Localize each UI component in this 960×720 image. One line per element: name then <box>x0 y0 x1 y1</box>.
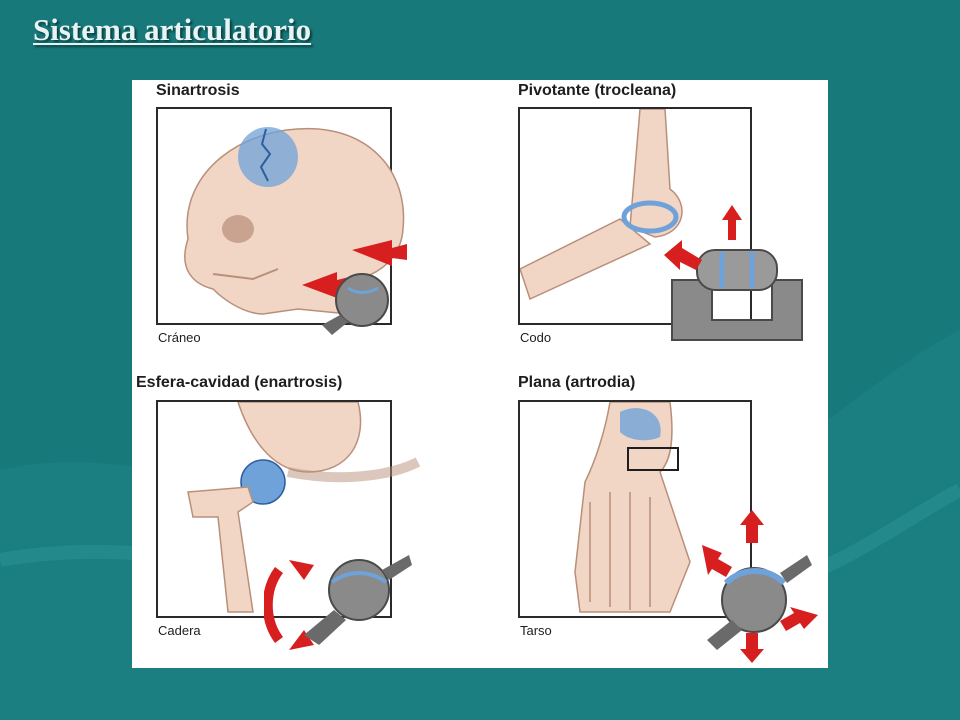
foot-illustration <box>574 402 691 613</box>
panel-caption-codo: Codo <box>520 330 552 345</box>
joint-model-icon <box>664 205 803 341</box>
red-arrow-icon <box>702 545 732 577</box>
slide-title: Sistema articulatorio <box>33 12 312 47</box>
elbow-illustration <box>520 109 683 301</box>
panel-heading-pivotante: Pivotante (trocleana) <box>518 82 677 99</box>
red-arrow-icon <box>780 607 818 631</box>
panel-caption-cadera: Cadera <box>158 623 201 638</box>
red-arrow-icon <box>740 510 764 543</box>
panel-heading-sinartrosis: Sinartrosis <box>156 82 240 99</box>
red-arrow-icon <box>352 240 407 266</box>
red-arrow-icon <box>722 205 742 240</box>
panel-heading-esfera-cavidad: Esfera-cavidad (enartrosis) <box>136 374 343 391</box>
panel-heading-plana: Plana (artrodia) <box>518 374 636 391</box>
joint-types-figure: Sinartrosis Cráneo Pivotante (trocleana)… <box>132 80 828 668</box>
red-arrow-icon <box>264 567 284 643</box>
skull-illustration <box>184 127 405 315</box>
joint-model-icon <box>302 240 407 335</box>
panel-caption-tarso: Tarso <box>520 623 552 638</box>
red-arrow-icon <box>664 240 702 270</box>
hip-illustration <box>187 402 421 613</box>
panel-caption-craneo: Cráneo <box>158 330 201 345</box>
joint-model-icon <box>702 510 818 663</box>
joint-model-icon <box>264 555 412 650</box>
red-arrow-icon <box>740 633 764 663</box>
